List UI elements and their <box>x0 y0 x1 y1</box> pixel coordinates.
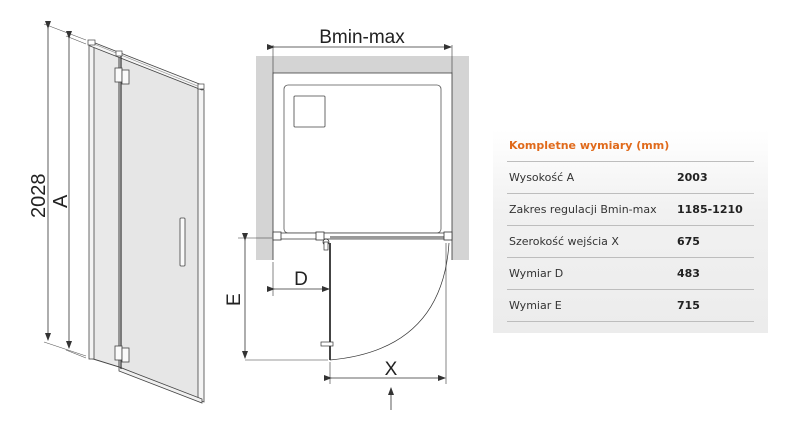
entry-x-label: X <box>385 359 398 380</box>
overall-height-label: 2028 <box>28 174 50 219</box>
table-row: Wysokość A 2003 <box>507 162 754 194</box>
door-height-dimensions: 2028 A <box>28 21 87 359</box>
dimensions-table: Kompletne wymiary (mm) Wysokość A 2003 Z… <box>493 130 768 333</box>
row-label: Wymiar D <box>509 267 564 280</box>
door-perspective-view <box>87 39 205 404</box>
depth-e-label: E <box>224 293 245 306</box>
table-row: Wymiar D 483 <box>507 258 754 290</box>
table-row: Zakres regulacji Bmin-max 1185-1210 <box>507 194 754 226</box>
row-label: Wymiar E <box>509 299 562 312</box>
row-label: Zakres regulacji Bmin-max <box>509 203 657 216</box>
row-value: 2003 <box>677 171 708 184</box>
width-range-label: Bmin-max <box>319 27 405 48</box>
table-row: Wymiar E 715 <box>507 290 754 322</box>
table-row: Szerokość wejścia X 675 <box>507 226 754 258</box>
height-a-label: A <box>50 194 72 208</box>
table-title: Kompletne wymiary (mm) <box>507 130 754 162</box>
row-value: 675 <box>677 235 700 248</box>
row-value: 1185-1210 <box>677 203 743 216</box>
plan-dimensions: Bmin-max E D X <box>224 27 453 410</box>
plan-view <box>256 56 469 361</box>
row-label: Wysokość A <box>509 171 575 184</box>
row-label: Szerokość wejścia X <box>509 235 619 248</box>
offset-d-label: D <box>294 269 308 290</box>
row-value: 483 <box>677 267 700 280</box>
row-value: 715 <box>677 299 700 312</box>
